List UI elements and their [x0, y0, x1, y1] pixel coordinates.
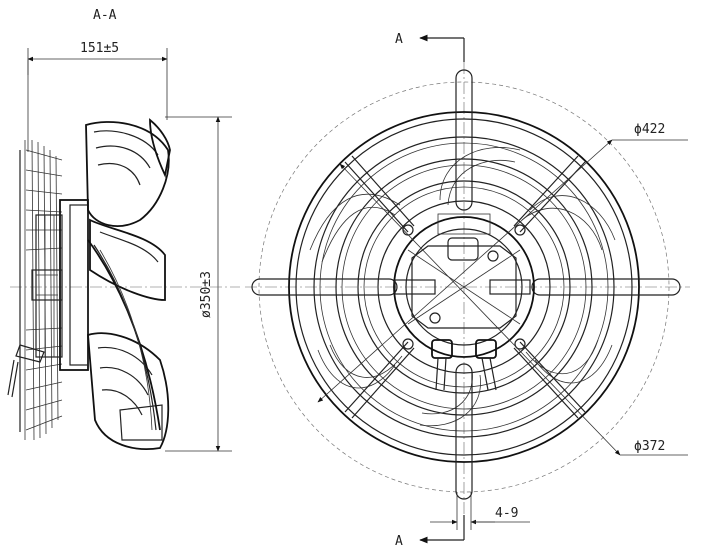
- section-cut-bottom: A: [395, 515, 465, 549]
- inner-diameter-label: ϕ372: [634, 439, 665, 454]
- motor-body: [7, 199, 89, 398]
- section-cut-top: A: [395, 32, 465, 62]
- section-label: A-A: [93, 8, 117, 23]
- front-view: A A: [245, 32, 690, 549]
- inner-diameter-leader: [339, 163, 621, 456]
- guard-struts: [251, 69, 681, 500]
- side-section-view: A-A 151±5 ø350±3: [7, 8, 240, 452]
- slot-dimension-label: 4-9: [495, 506, 518, 521]
- fan-diameter-label: ø350±3: [199, 271, 214, 318]
- guard-wires: [19, 60, 63, 441]
- outer-diameter-circle: [258, 81, 670, 493]
- slot-dimension: 4-9: [430, 492, 530, 530]
- fan-blades-side: [85, 118, 171, 450]
- depth-dimension-label: 151±5: [80, 41, 119, 56]
- cut-label-top: A: [395, 32, 403, 47]
- outer-diameter-label: ϕ422: [634, 122, 665, 137]
- cut-label-bottom: A: [395, 534, 403, 549]
